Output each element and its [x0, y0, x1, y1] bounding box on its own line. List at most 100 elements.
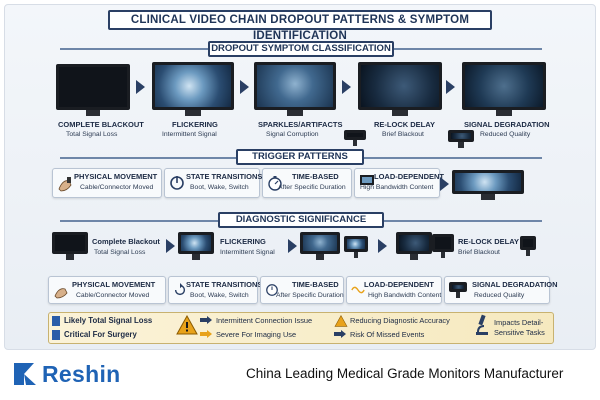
- power-cycle-icon: [174, 283, 186, 296]
- symptom-name: RE-LOCK DELAY: [374, 120, 435, 129]
- small-monitor-icon: [520, 236, 536, 256]
- trigger-desc: Cable/Connector Moved: [80, 184, 154, 191]
- monitor-signal-degradation: [462, 62, 546, 116]
- significance-trigger-name: SIGNAL DEGRADATION: [472, 280, 558, 289]
- warning-icon: [334, 315, 348, 327]
- significance-symptom-desc: Brief Blackout: [458, 249, 500, 256]
- bandwidth-icon: [351, 286, 365, 294]
- section-significance-header: DIAGNOSTIC SIGNIFICANCE: [218, 212, 384, 228]
- significance-symptom-desc: Total Signal Loss: [94, 249, 146, 256]
- symptom-desc: Total Signal Loss: [66, 131, 118, 138]
- hand-cable-icon: [54, 288, 68, 299]
- stopwatch-icon: [268, 176, 282, 191]
- significance-trigger-desc: After Specific Duration: [276, 292, 344, 299]
- risk-text: Critical For Surgery: [64, 330, 137, 339]
- trigger-card-load: [354, 168, 440, 198]
- risk-text: Sensitive Tasks: [494, 328, 545, 337]
- monitor-sparkles: [254, 62, 336, 116]
- risk-text: Risk Of Missed Events: [350, 330, 425, 339]
- significance-trigger-desc: Boot, Wake, Switch: [190, 292, 249, 299]
- symptom-desc: Intermittent Signal: [162, 131, 217, 138]
- symptom-desc: Brief Blackout: [382, 131, 424, 138]
- monitor-complete-blackout: [56, 64, 130, 116]
- significance-trigger-desc: High Bandwidth Content: [368, 292, 442, 299]
- trigger-desc: High Bandwidth Content: [360, 184, 434, 191]
- monitor-relock-delay: [358, 62, 442, 116]
- microscope-icon: [476, 314, 488, 335]
- arrow-icon: [200, 316, 212, 324]
- trigger-desc: Boot, Wake, Switch: [190, 184, 249, 191]
- significance-trigger-name: LOAD-DEPENDENT: [364, 280, 435, 289]
- significance-trigger-name: TIME-BASED: [292, 280, 339, 289]
- symptom-name: COMPLETE BLACKOUT: [58, 120, 144, 129]
- risk-text: Intermittent Connection Issue: [216, 316, 313, 325]
- trigger-desc: After Specific Duration: [278, 184, 346, 191]
- bullet-marker: [52, 330, 60, 340]
- trigger-name: STATE TRANSITIONS: [186, 172, 263, 181]
- monitor-sparkles-small: [300, 232, 340, 260]
- significance-trigger-name: STATE TRANSITIONS: [186, 280, 263, 289]
- section-classification-header: DROPOUT SYMPTOM CLASSIFICATION: [208, 41, 394, 57]
- arrow-icon: [166, 239, 175, 253]
- section-rule-left: [60, 48, 210, 50]
- symptom-name: FLICKERING: [172, 120, 218, 129]
- symptom-desc: Signal Corruption: [266, 131, 319, 138]
- section-triggers-header: TRIGGER PATTERNS: [236, 149, 364, 165]
- significance-card-physical: [48, 276, 166, 304]
- risk-text: Impacts Detail-: [494, 318, 544, 327]
- risk-text: Severe For Imaging Use: [216, 330, 297, 339]
- significance-trigger-desc: Reduced Quality: [474, 292, 525, 299]
- arrow-icon: [288, 239, 297, 253]
- footer-tagline: China Leading Medical Grade Monitors Man…: [246, 366, 564, 381]
- trigger-name: TIME-BASED: [292, 172, 339, 181]
- monitor-relock-small: [396, 232, 432, 260]
- significance-symptom-name: RE-LOCK DELAY: [458, 237, 519, 246]
- significance-card-time: [260, 276, 344, 304]
- trigger-card-state: [164, 168, 260, 198]
- small-monitor-icon: [344, 236, 368, 258]
- small-monitor-icon: [432, 234, 454, 258]
- section-rule-right: [392, 48, 542, 50]
- arrow-icon: [342, 80, 351, 94]
- small-monitor-icon: [344, 130, 366, 146]
- arrow-icon: [440, 177, 449, 191]
- monitor-complete-blackout-small: [52, 232, 88, 260]
- section-rule-left: [60, 220, 220, 222]
- reshin-logo-icon: [14, 363, 36, 385]
- small-monitor-icon: [448, 130, 474, 148]
- stopwatch-icon: [266, 284, 278, 296]
- monitor-flickering: [152, 62, 234, 116]
- significance-card-load: [346, 276, 442, 304]
- significance-trigger-name: PHYSICAL MOVEMENT: [72, 280, 156, 289]
- significance-trigger-desc: Cable/Connector Moved: [76, 292, 150, 299]
- symptom-desc: Reduced Quality: [480, 131, 531, 138]
- power-cycle-icon: [170, 176, 184, 190]
- symptom-name: SIGNAL DEGRADATION: [464, 120, 550, 129]
- bandwidth-icon: [360, 175, 374, 185]
- brand-logo-text: Reshin: [42, 361, 121, 387]
- monitor-degraded-wide: [452, 170, 524, 200]
- small-monitor-icon: [449, 282, 467, 298]
- risk-text: Likely Total Signal Loss: [64, 316, 153, 325]
- arrow-icon: [378, 239, 387, 253]
- trigger-card-time: [262, 168, 352, 198]
- significance-symptom-desc: Intermittent Signal: [220, 249, 275, 256]
- warning-icon: [176, 315, 198, 335]
- risk-summary-bar: [48, 312, 554, 344]
- significance-card-state: [168, 276, 258, 304]
- significance-card-degradation: [444, 276, 550, 304]
- arrow-icon: [240, 80, 249, 94]
- trigger-name: PHYSICAL MOVEMENT: [74, 172, 158, 181]
- trigger-name: LOAD-DEPENDENT: [374, 172, 445, 181]
- bullet-marker: [52, 316, 60, 326]
- section-rule-left: [60, 157, 240, 159]
- hand-cable-icon: [58, 177, 72, 192]
- monitor-flickering-small: [178, 232, 214, 260]
- risk-text: Reducing Diagnostic Accuracy: [350, 316, 450, 325]
- arrow-icon: [200, 330, 212, 338]
- symptom-name: SPARKLES/ARTIFACTS: [258, 120, 343, 129]
- section-rule-right: [382, 220, 542, 222]
- main-title: CLINICAL VIDEO CHAIN DROPOUT PATTERNS & …: [108, 10, 492, 42]
- trigger-card-physical: [52, 168, 162, 198]
- arrow-icon: [334, 330, 346, 338]
